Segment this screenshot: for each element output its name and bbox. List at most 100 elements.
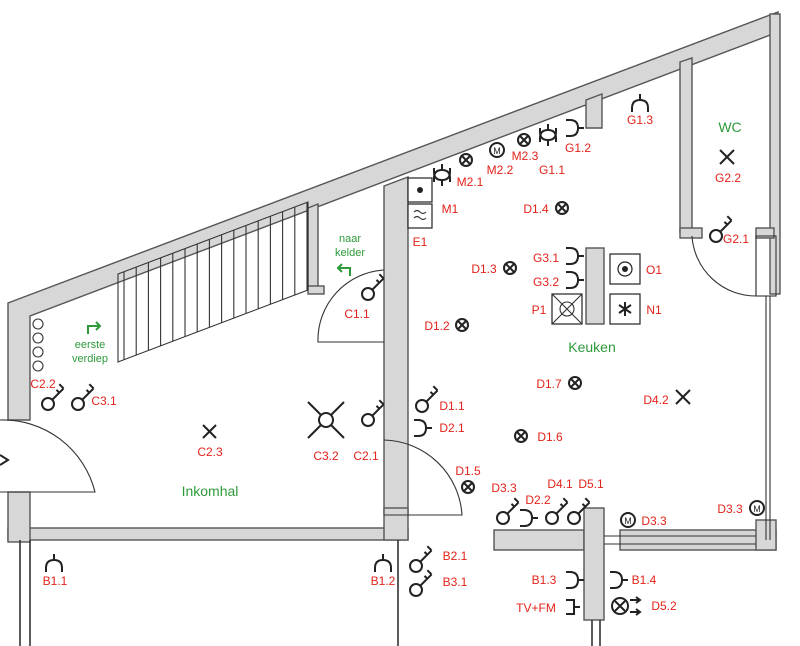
- label-G2.1: G2.1: [723, 232, 749, 246]
- svg-text:M: M: [753, 504, 761, 514]
- label-M1: M1: [442, 202, 459, 216]
- label-D1.7: D1.7: [536, 377, 562, 391]
- hall-bottom-stub: [383, 507, 409, 541]
- kitchen-counter: [585, 247, 605, 325]
- kitchen-bottom-wall: [493, 529, 585, 551]
- label-C2.1: C2.1: [353, 449, 379, 463]
- cross-circle-icon: [503, 261, 517, 275]
- label-D4.1: D4.1: [547, 477, 573, 491]
- left-lower-wall: [7, 491, 31, 543]
- label-C3.2: C3.2: [313, 449, 339, 463]
- oven-icon: [609, 253, 641, 285]
- label-M2.2: M2.2: [487, 163, 514, 177]
- cellar-wall: [307, 202, 319, 291]
- entrance-door: [0, 419, 96, 493]
- socket-icon: [539, 128, 557, 146]
- label-C2.3: C2.3: [197, 445, 223, 459]
- room-wc: WC: [718, 119, 741, 135]
- hall-bottom-wall: [7, 527, 409, 541]
- tv-outlet-icon: [566, 599, 580, 615]
- label-D4.2: D4.2: [643, 393, 669, 407]
- label-B2.1: B2.1: [443, 549, 468, 563]
- cross-circle-icon: [611, 596, 642, 616]
- label-D1.1: D1.1: [439, 399, 465, 413]
- label-M2.3: M2.3: [512, 149, 539, 163]
- motor-icon: M: [749, 500, 765, 516]
- room-keuken: Keuken: [568, 339, 615, 355]
- label-D1.2: D1.2: [424, 319, 450, 333]
- kitchen-door: [383, 439, 463, 516]
- cross-icon: [719, 149, 735, 165]
- switch-icon: [409, 545, 433, 573]
- hob-icon: [609, 293, 641, 325]
- wc-door: [691, 235, 757, 297]
- right-outer-wall: [769, 13, 781, 295]
- cross-circle-icon: [455, 318, 469, 332]
- switch-icon: [409, 569, 433, 597]
- label-D2.2: D2.2: [525, 493, 551, 507]
- label-G3.2: G3.2: [533, 275, 559, 289]
- label-C3.1: C3.1: [91, 394, 117, 408]
- pillar-top: [585, 92, 603, 129]
- switch-icon: [361, 399, 385, 427]
- switch-icon: [415, 385, 439, 413]
- socket-icon: [433, 168, 451, 186]
- label-D1.4: D1.4: [523, 202, 549, 216]
- doors: [0, 235, 757, 516]
- oven-icon: [407, 177, 433, 203]
- socket-icon: [631, 94, 649, 112]
- cellar-wall-bottom: [307, 285, 325, 295]
- switch-icon: [567, 497, 591, 525]
- wc-left-wall: [679, 57, 693, 233]
- label-G1.1: G1.1: [539, 163, 565, 177]
- label-N1: N1: [646, 303, 662, 317]
- stair-treads: [123, 202, 308, 360]
- wall-vent-circles: [32, 318, 44, 372]
- motor-icon: M: [620, 512, 636, 528]
- label-D5.1: D5.1: [578, 477, 604, 491]
- entrance-arrow-icon: [0, 454, 10, 466]
- switch-icon: [361, 273, 385, 301]
- wc-bottom-wall-right: [755, 227, 775, 239]
- heater-icon: [407, 203, 433, 229]
- arrow-icon: [87, 321, 102, 334]
- staircase: [117, 201, 309, 363]
- svg-text:M: M: [493, 146, 501, 156]
- label-M2.1: M2.1: [457, 175, 484, 189]
- note-verdiep: verdiep: [72, 353, 108, 365]
- label-D5.2: D5.2: [651, 599, 677, 613]
- label-G1.2: G1.2: [565, 141, 591, 155]
- wc-bottom-wall: [679, 227, 703, 239]
- socket-icon: [566, 571, 584, 589]
- note-naar: naar: [339, 233, 361, 245]
- label-B1.1: B1.1: [43, 574, 68, 588]
- label-G2.2: G2.2: [715, 171, 741, 185]
- label-B1.4: B1.4: [632, 573, 657, 587]
- switch-icon: [496, 497, 520, 525]
- socket-icon: [566, 119, 584, 137]
- cross-circle-icon: [459, 153, 473, 167]
- cross-circle-icon: [461, 480, 475, 494]
- socket-icon: [45, 554, 63, 572]
- cross-circle-icon: [514, 429, 528, 443]
- switch-icon: [71, 383, 95, 411]
- socket-icon: [566, 247, 584, 265]
- cross-circle-icon: [568, 376, 582, 390]
- label-G1.3: G1.3: [627, 113, 653, 127]
- svg-text:M: M: [624, 516, 632, 526]
- label-C1.1: C1.1: [344, 307, 370, 321]
- label-D1.3: D1.3: [471, 262, 497, 276]
- label-TV+FM: TV+FM: [516, 601, 556, 615]
- socket-icon: [374, 554, 392, 572]
- label-D3.3: D3.3: [717, 502, 743, 516]
- label-G3.1: G3.1: [533, 251, 559, 265]
- walls: [7, 10, 781, 646]
- socket-icon: [566, 271, 584, 289]
- label-D1.5: D1.5: [455, 464, 481, 478]
- sockets: [45, 94, 649, 589]
- cross-icon: [675, 389, 691, 405]
- label-P1: P1: [532, 303, 547, 317]
- arrow-icon: [336, 263, 351, 276]
- label-D3.3: D3.3: [641, 514, 667, 528]
- cross-circle-icon: [517, 133, 531, 147]
